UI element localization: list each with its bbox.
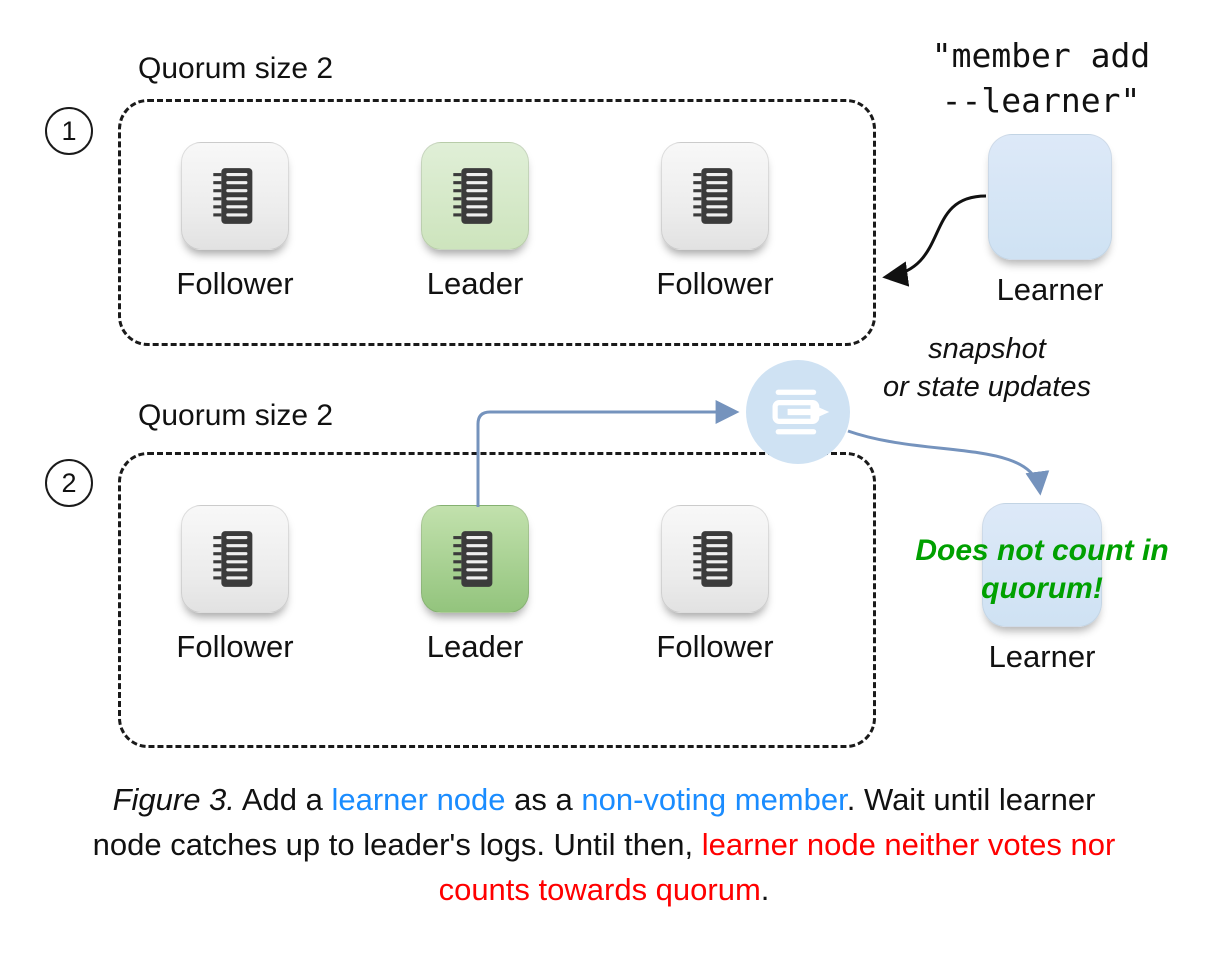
node-role-label: Follower	[656, 629, 774, 664]
log-icon	[421, 505, 529, 613]
learner-label: Learner	[988, 639, 1096, 674]
log-icon	[421, 142, 529, 250]
log-icon	[181, 142, 289, 250]
node-role-label: Leader	[426, 629, 524, 664]
node-role-label: Follower	[656, 266, 774, 301]
caption-segment: non-voting member	[581, 782, 847, 817]
node-role-label: Follower	[176, 629, 294, 664]
arrow-snapshot-to-learner	[847, 429, 1050, 496]
caption-segment: Add a	[234, 782, 332, 817]
caption-segment: .	[760, 871, 770, 907]
node-follower-2b: Follower	[635, 505, 795, 665]
node-role-label: Follower	[176, 266, 294, 301]
learner-node-1: Learner	[970, 134, 1130, 308]
snapshot-icon	[746, 360, 850, 464]
log-icon	[661, 505, 769, 613]
command-line-1: "member add	[931, 36, 1151, 75]
caption-segment: Figure 3.	[112, 782, 235, 817]
learner-node-2: Learner	[962, 503, 1122, 675]
quorum-label-1: Quorum size 2	[138, 52, 334, 85]
caption-segment: learner node neither votes nor counts to…	[438, 826, 1116, 907]
node-role-label: Leader	[426, 266, 524, 301]
node-follower-1a: Follower	[155, 142, 315, 302]
node-follower-1b: Follower	[635, 142, 795, 302]
log-icon	[661, 142, 769, 250]
member-add-command: "member add --learner"	[880, 34, 1202, 123]
learner-label: Learner	[996, 272, 1104, 307]
node-leader-1: Leader	[395, 142, 555, 302]
caption-segment: learner node	[331, 782, 506, 817]
cluster-box-1	[118, 99, 876, 346]
command-line-2: --learner"	[941, 80, 1141, 120]
step-1-number: 1	[61, 115, 77, 146]
learner-box-icon	[988, 134, 1112, 260]
transfer-label-line-2: or state updates	[883, 371, 1091, 404]
learner-quorum-note: Does not count in quorum!	[915, 534, 1169, 605]
log-icon	[181, 505, 289, 613]
transfer-label-line-1: snapshot	[928, 333, 1046, 365]
node-follower-2a: Follower	[155, 505, 315, 665]
learner-box-icon	[982, 503, 1102, 627]
caption-segment: as a	[505, 782, 582, 817]
step-2-badge: 2	[45, 459, 93, 507]
caption-segment: . Wait until learner node catches up to …	[92, 782, 1096, 862]
step-1-badge: 1	[45, 107, 93, 155]
step-2-number: 2	[61, 467, 77, 498]
transfer-label: snapshot or state updates	[832, 330, 1142, 407]
node-leader-2: Leader	[395, 505, 555, 665]
figure-caption: Figure 3. Add a learner node as a non-vo…	[85, 778, 1123, 913]
quorum-label-2: Quorum size 2	[138, 399, 334, 432]
